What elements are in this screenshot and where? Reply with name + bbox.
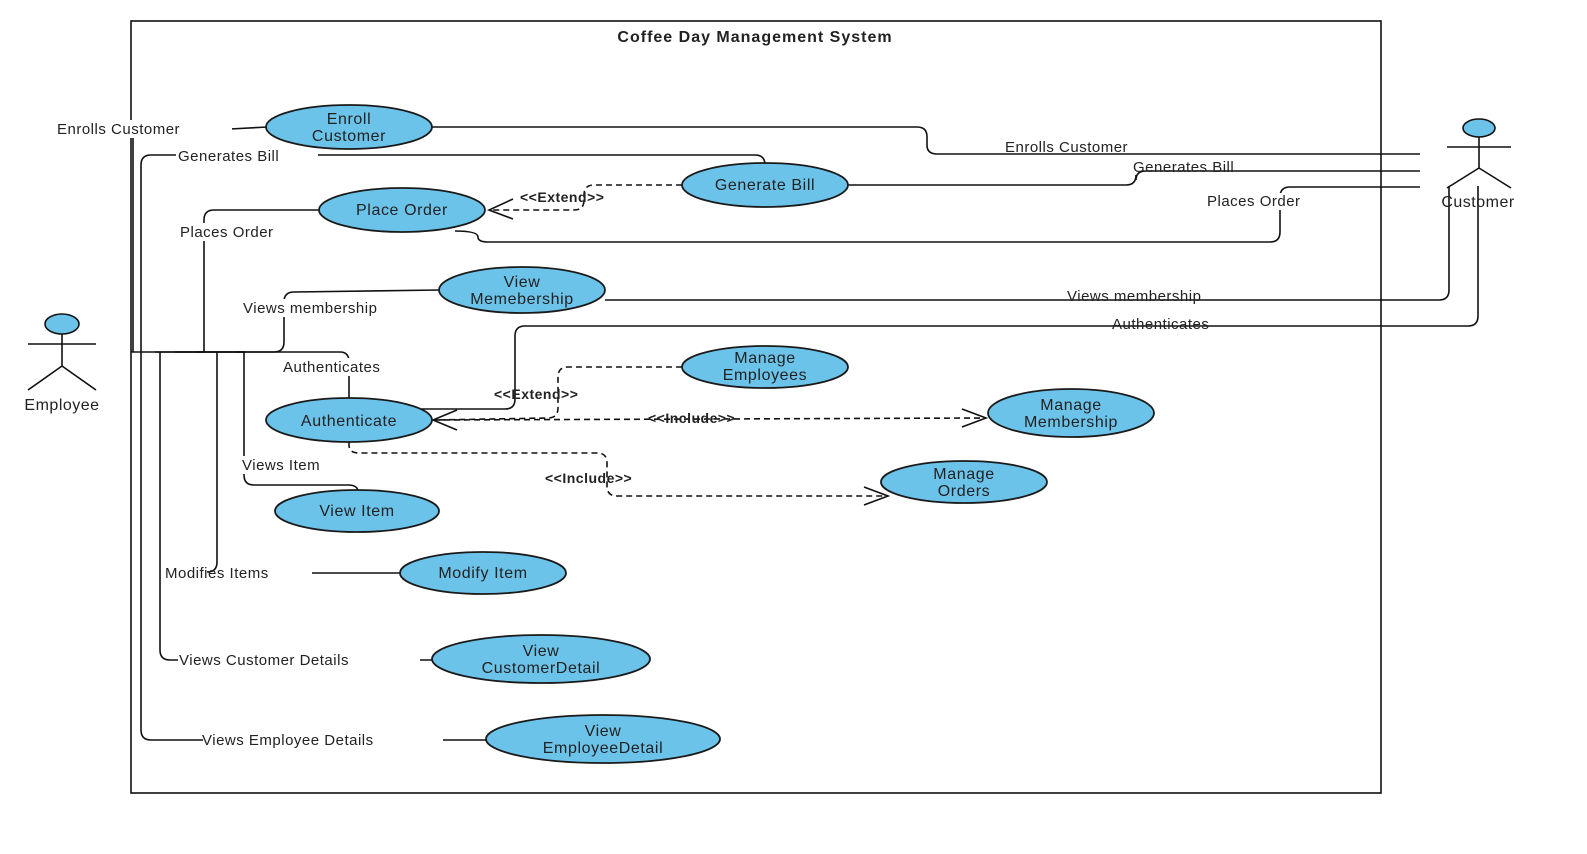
actor-customer: Customer: [1441, 118, 1515, 211]
svg-text:Place Order: Place Order: [356, 202, 448, 219]
svg-text:View: View: [585, 723, 622, 740]
label-extend-auth-employees: <<Extend>>: [494, 386, 578, 402]
use-case-place-order: Place Order: [318, 187, 486, 233]
dependency-relations: [348, 184, 989, 506]
use-case-manage-membership: Manage Membership: [987, 388, 1155, 438]
use-case-view-membership: View Memebership: [438, 266, 606, 314]
use-case-view-customer-detail: View CustomerDetail: [431, 634, 651, 684]
label-customer-authenticates: Authenticates: [1112, 316, 1209, 333]
svg-text:Generate Bill: Generate Bill: [715, 177, 815, 194]
svg-text:Modify Item: Modify Item: [438, 565, 527, 582]
use-case-view-item: View Item: [274, 489, 440, 533]
employee-link-labels: Enrolls Customer Generates Bill Places O…: [56, 120, 437, 749]
label-employee-generates-bill: Generates Bill: [178, 148, 279, 165]
label-customer-generates-bill: Generates Bill: [1133, 159, 1234, 176]
label-include-auth-orders: <<Include>>: [545, 470, 632, 486]
svg-text:Manage: Manage: [1040, 397, 1101, 414]
use-case-view-employee-detail: View EmployeeDetail: [485, 714, 721, 764]
label-employee-places-order: Places Order: [180, 224, 274, 241]
label-employee-views-customer-details: Views Customer Details: [179, 652, 349, 669]
svg-text:CustomerDetail: CustomerDetail: [482, 660, 601, 677]
label-employee-views-item: Views Item: [242, 457, 320, 474]
svg-text:Orders: Orders: [938, 483, 991, 500]
label-customer-views-membership: Views membership: [1067, 288, 1201, 305]
label-employee-modifies-items: Modifies Items: [165, 565, 269, 582]
use-case-manage-employees: Manage Employees: [681, 345, 849, 389]
svg-text:View: View: [523, 643, 560, 660]
stick-figure-icon: [27, 313, 97, 391]
employee-associations: [131, 126, 766, 741]
system-boundary: [130, 20, 1382, 794]
system-title: Coffee Day Management System: [617, 29, 892, 46]
use-case-enroll-customer: Enroll Customer: [265, 104, 433, 150]
svg-text:Employees: Employees: [723, 367, 808, 384]
svg-text:Manage: Manage: [933, 466, 994, 483]
svg-text:Memebership: Memebership: [470, 291, 574, 308]
label-employee-views-membership: Views membership: [243, 300, 377, 317]
svg-text:Customer: Customer: [312, 128, 386, 145]
use-case-modify-item: Modify Item: [399, 551, 567, 595]
svg-text:View Item: View Item: [319, 503, 394, 520]
svg-text:Authenticate: Authenticate: [301, 413, 397, 430]
actor-employee-name: Employee: [24, 397, 99, 414]
actor-customer-name: Customer: [1441, 194, 1515, 211]
use-case-manage-orders: Manage Orders: [880, 460, 1048, 504]
label-extend-bill-order: <<Extend>>: [520, 189, 604, 205]
label-employee-views-employee-details: Views Employee Details: [202, 732, 374, 749]
stereotype-labels: <<Extend>> <<Extend>> <<Include>> <<Incl…: [494, 189, 735, 486]
label-customer-places-order: Places Order: [1207, 193, 1301, 210]
label-employee-enrolls-customer: Enrolls Customer: [57, 121, 180, 138]
use-case-authenticate: Authenticate: [265, 397, 433, 443]
svg-text:EmployeeDetail: EmployeeDetail: [543, 740, 663, 757]
svg-text:Enroll: Enroll: [327, 111, 372, 128]
actor-employee: Employee: [24, 313, 99, 414]
svg-text:Membership: Membership: [1024, 414, 1118, 431]
label-employee-authenticates: Authenticates: [283, 359, 380, 376]
label-include-auth-membership: <<Include>>: [648, 410, 735, 426]
svg-text:View: View: [504, 274, 541, 291]
customer-link-labels: Enrolls Customer Generates Bill Places O…: [1005, 139, 1340, 333]
customer-associations: [393, 126, 1479, 410]
svg-text:Manage: Manage: [734, 350, 795, 367]
use-case-generate-bill: Generate Bill: [681, 162, 849, 208]
label-customer-enrolls-customer: Enrolls Customer: [1005, 139, 1128, 156]
stick-figure-icon: [1446, 118, 1512, 189]
